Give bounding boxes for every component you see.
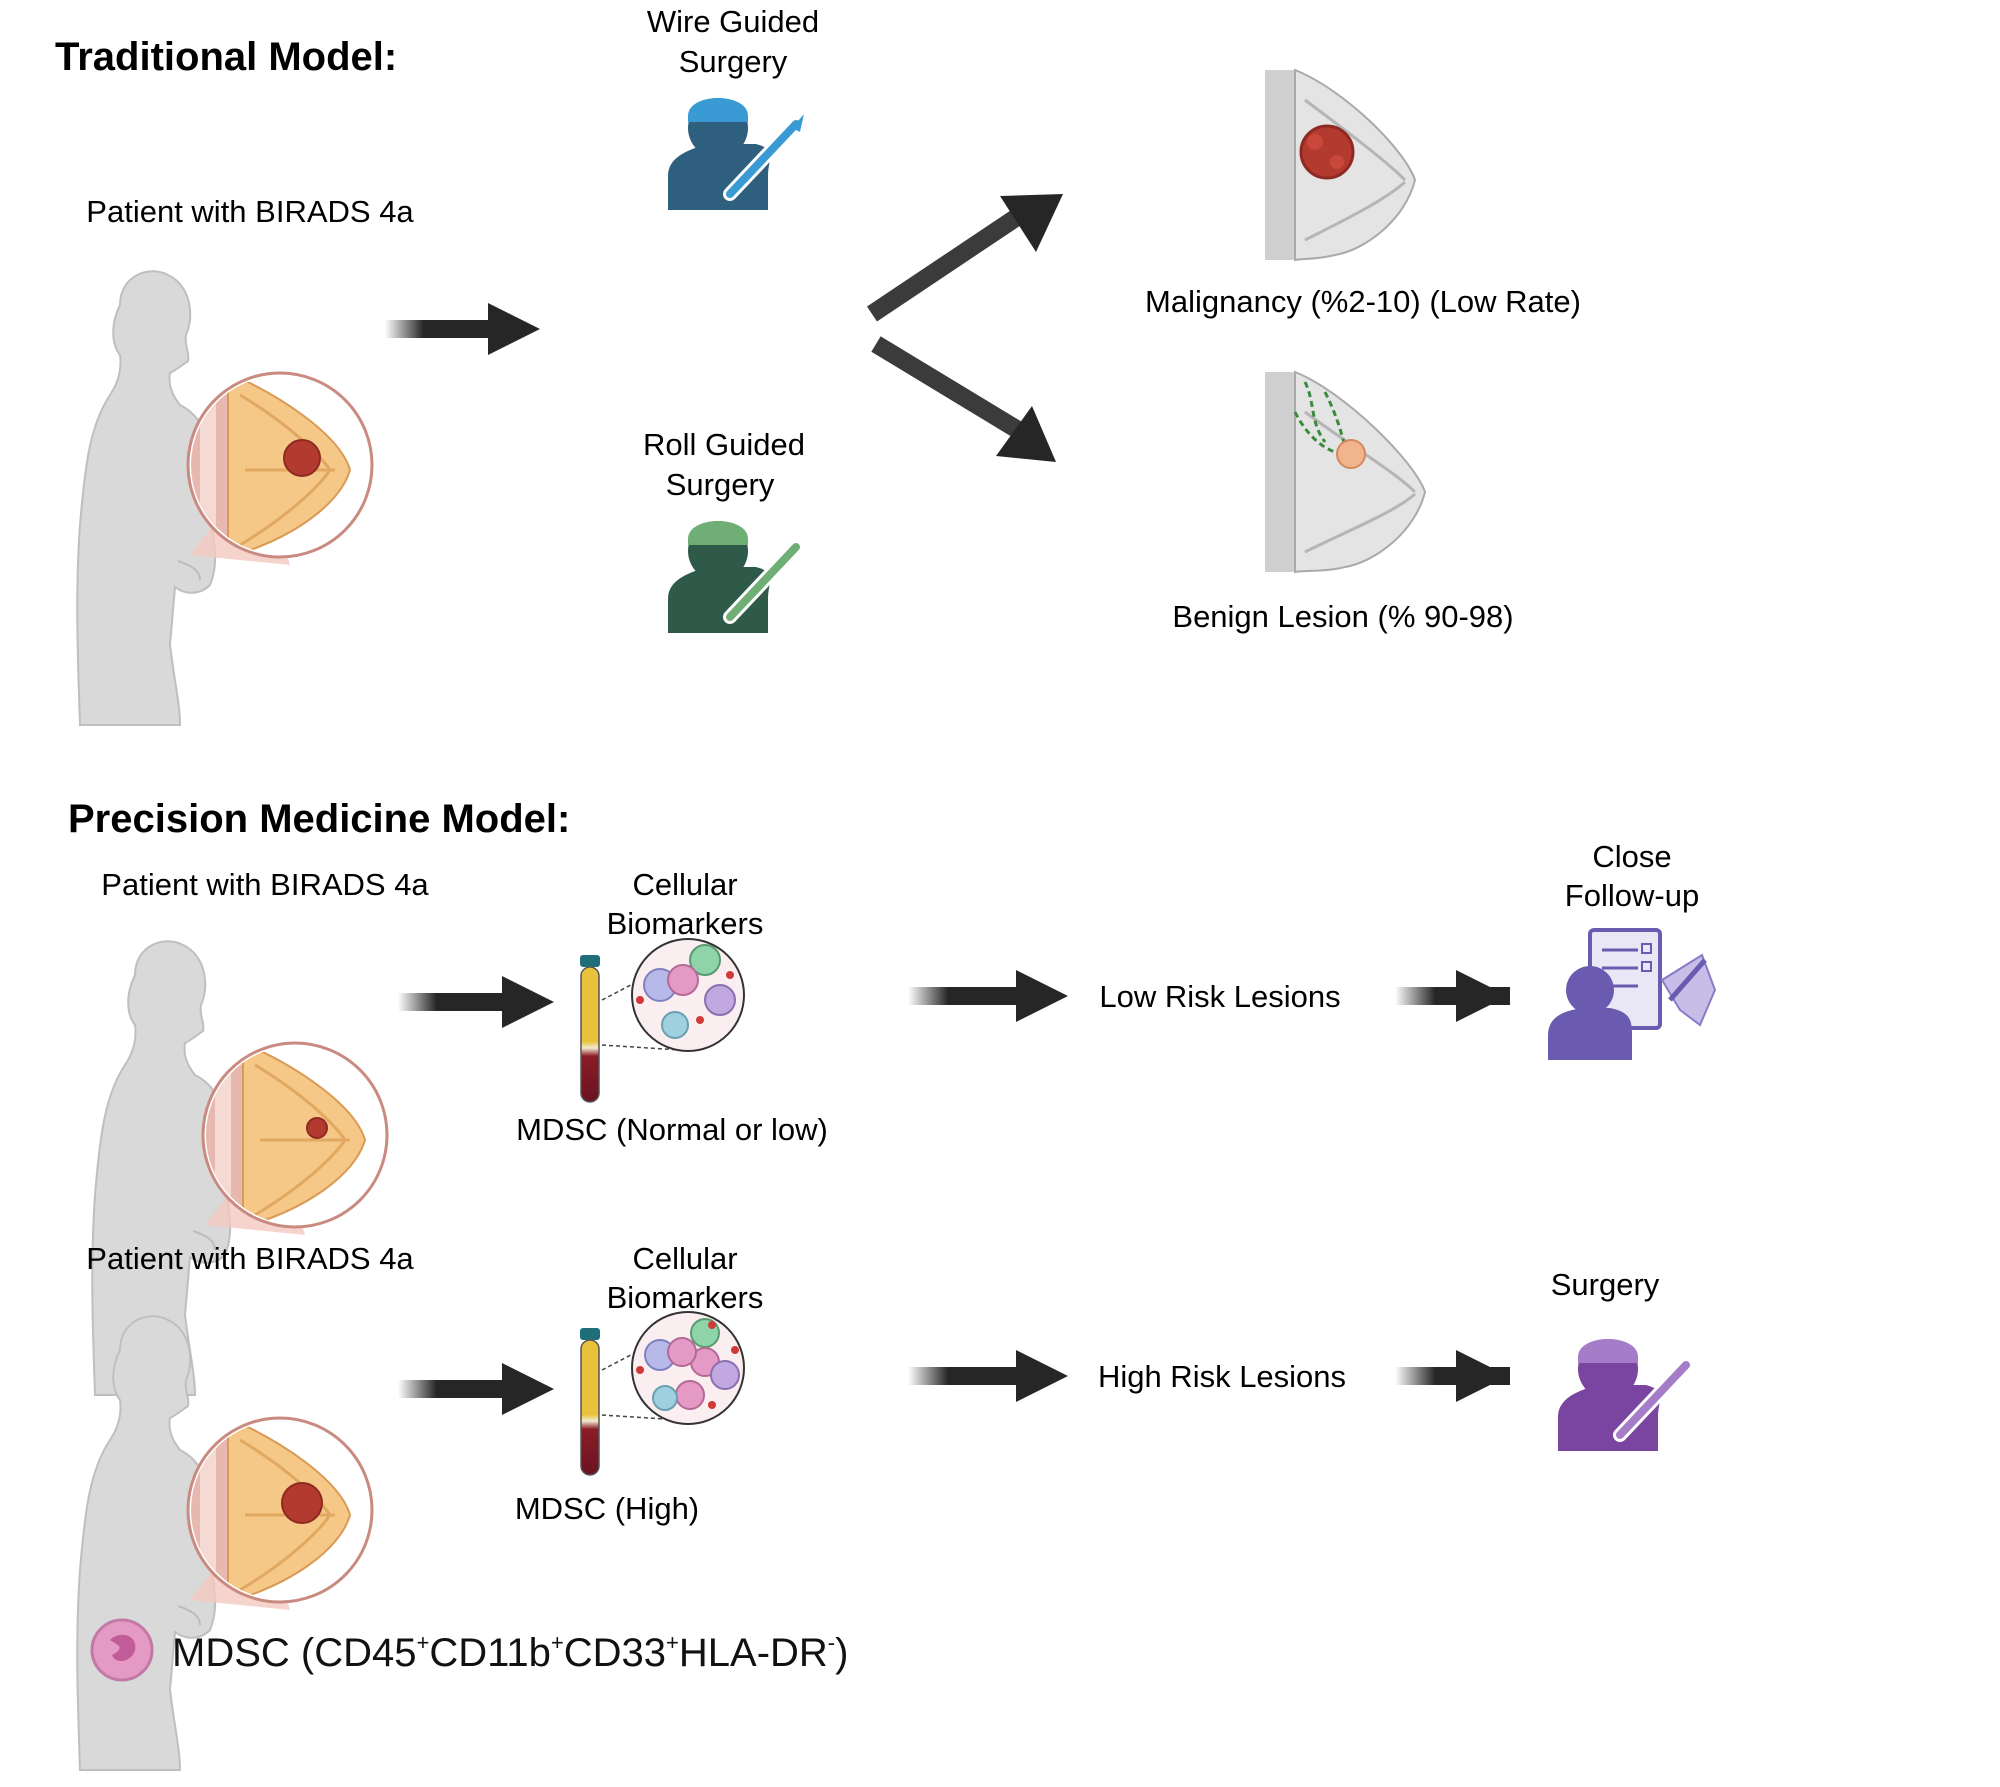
blood-tube-row2 <box>580 1328 600 1476</box>
row2-outcome-label: Surgery <box>1551 1267 1660 1302</box>
wire-surgery-label-line1: Wire Guided <box>647 4 819 39</box>
cell-inset-row2 <box>631 1311 745 1425</box>
row1-biomarkers-label-line2: Biomarkers <box>607 906 764 941</box>
follow-up-icon <box>1548 928 1717 1060</box>
row1-mdsc-label: MDSC (Normal or low) <box>516 1112 828 1147</box>
traditional-heading: Traditional Model: <box>55 35 397 79</box>
row1-patient-label: Patient with BIRADS 4a <box>101 867 429 902</box>
tumor-icon <box>306 1117 328 1139</box>
arrow-row1-to-risk <box>908 970 1068 1022</box>
arrow-traditional-main <box>385 303 540 355</box>
roll-surgeon-icon <box>668 521 803 633</box>
tumor-icon <box>283 439 321 477</box>
row2-risk-label: High Risk Lesions <box>1098 1359 1346 1394</box>
malignancy-label: Malignancy (%2-10) (Low Rate) <box>1145 284 1581 319</box>
row1-outcome-label-line2: Follow-up <box>1565 878 1699 913</box>
row2-patient-label: Patient with BIRADS 4a <box>86 1241 414 1276</box>
patient-figure-traditional <box>77 271 372 725</box>
arrow-row2-to-risk <box>908 1350 1068 1402</box>
row2-biomarkers-label-line1: Cellular <box>632 1241 737 1276</box>
arrow-to-benign <box>871 336 1056 462</box>
wire-surgeon-icon <box>668 98 804 210</box>
breast-malignancy-illustration <box>1265 68 1417 262</box>
patient-figure-row2 <box>77 1316 372 1770</box>
arrow-row2-to-biomarkers <box>398 1363 554 1415</box>
breast-benign-illustration <box>1265 370 1427 574</box>
arrow-row2-to-outcome <box>1395 1350 1510 1402</box>
row2-biomarkers-label-line2: Biomarkers <box>607 1280 764 1315</box>
blood-tube-row1 <box>580 955 600 1103</box>
surgeon-high-risk-icon <box>1558 1339 1693 1451</box>
arrow-row1-to-outcome <box>1395 970 1510 1022</box>
legend-mdsc-cell-icon <box>90 1618 154 1682</box>
precision-heading: Precision Medicine Model: <box>68 797 570 841</box>
tumor-icon <box>281 1482 323 1524</box>
traditional-patient-label: Patient with BIRADS 4a <box>86 194 414 229</box>
benign-label: Benign Lesion (% 90-98) <box>1172 599 1513 634</box>
tumor-icon <box>1299 124 1355 180</box>
roll-surgery-label-line1: Roll Guided <box>643 427 805 462</box>
row1-risk-label: Low Risk Lesions <box>1099 979 1340 1014</box>
patient-figure-row1 <box>92 941 387 1395</box>
arrow-row1-to-biomarkers <box>398 976 554 1028</box>
arrow-to-malignancy <box>866 194 1063 322</box>
row1-outcome-label-line1: Close <box>1592 839 1671 874</box>
cell-inset-row1 <box>631 938 745 1052</box>
legend-mdsc-text: MDSC (CD45+CD11b+CD33+HLA-DR-) <box>172 1630 848 1675</box>
wire-surgery-label-line2: Surgery <box>679 44 788 79</box>
row2-mdsc-label: MDSC (High) <box>515 1491 699 1526</box>
roll-surgery-label-line2: Surgery <box>666 467 775 502</box>
row1-biomarkers-label-line1: Cellular <box>632 867 737 902</box>
